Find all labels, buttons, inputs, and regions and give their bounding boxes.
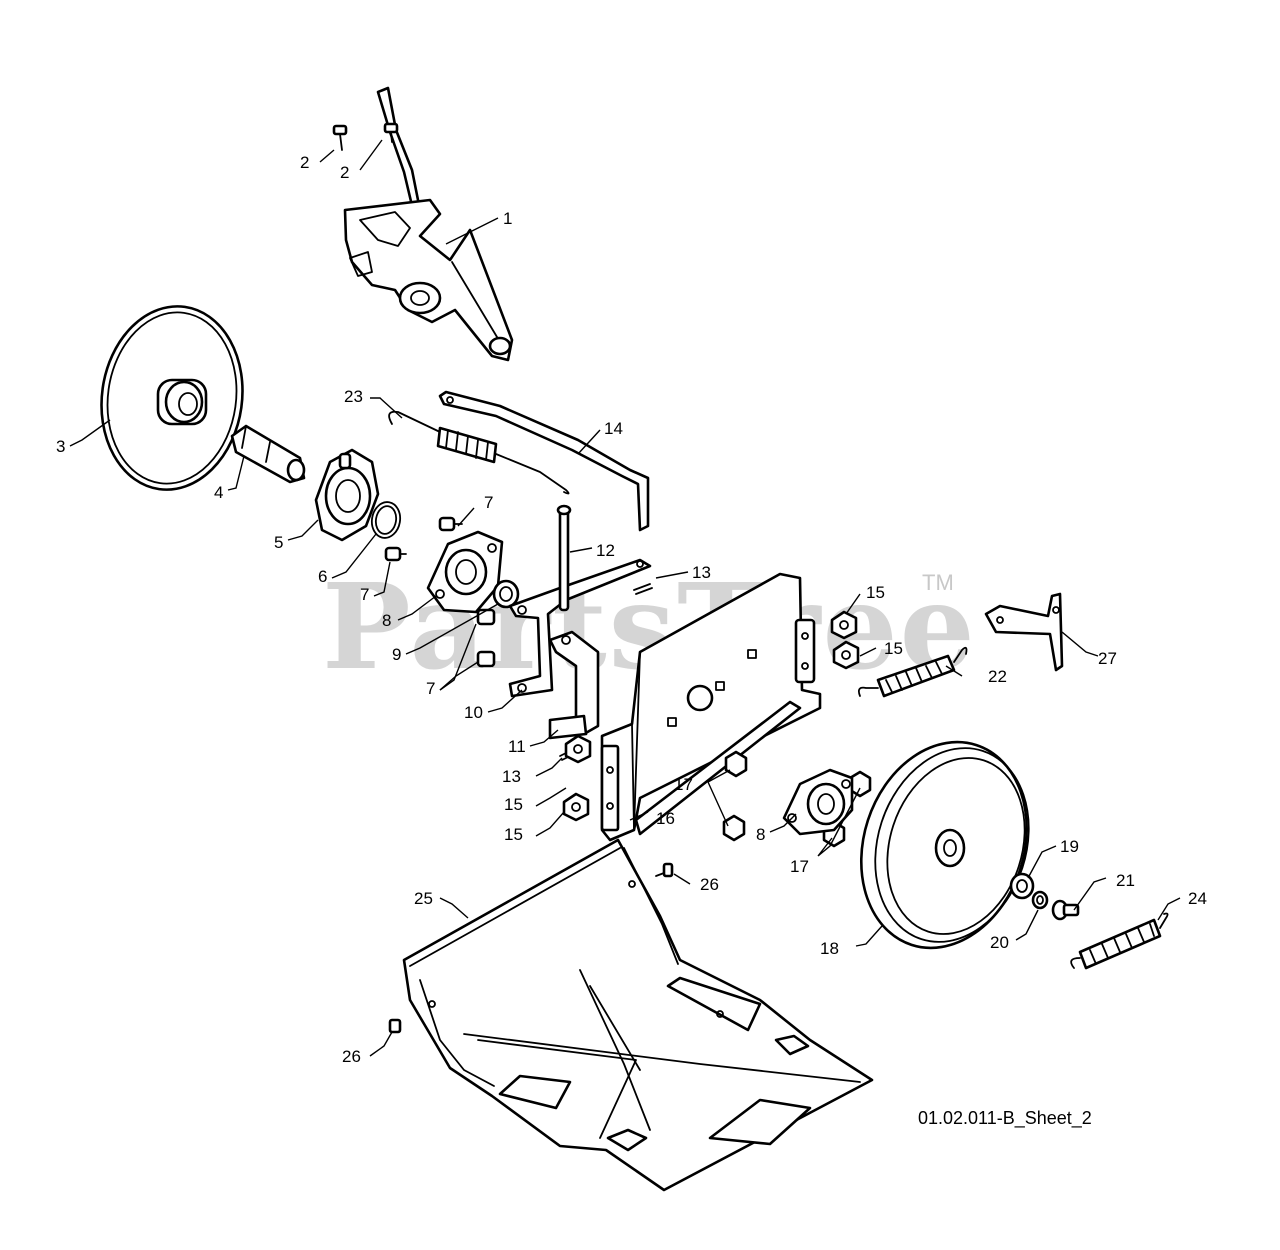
callout-23[interactable]: 23 — [344, 387, 363, 406]
part-15-nut-upper-right-a[interactable] — [830, 610, 858, 640]
part-23-spring[interactable] — [388, 410, 570, 495]
callout-10[interactable]: 10 — [464, 703, 483, 722]
part-26-screw-bottom[interactable] — [388, 1018, 402, 1034]
callout-13a[interactable]: 13 — [692, 563, 711, 582]
callout-18[interactable]: 18 — [820, 939, 839, 958]
part-7-bolt-top[interactable] — [438, 516, 463, 532]
leader-lines — [69, 139, 1181, 1057]
part-26-screw-top[interactable] — [655, 862, 674, 878]
part-2-screw-right[interactable] — [383, 122, 399, 143]
callout-20[interactable]: 20 — [990, 933, 1009, 952]
part-2-screw-left[interactable] — [332, 124, 348, 151]
part-15-nut-left-a[interactable] — [564, 734, 592, 764]
callout-11[interactable]: 11 — [508, 737, 526, 756]
watermark-trademark: TM — [922, 570, 954, 595]
callout-14[interactable]: 14 — [604, 419, 623, 438]
part-17-nut-a[interactable] — [724, 750, 748, 778]
callout-6[interactable]: 6 — [318, 567, 327, 586]
callout-labels: 1 2 2 3 4 5 6 7 7 7 8 8 9 10 11 12 13 13… — [56, 153, 1207, 1066]
callout-2a[interactable]: 2 — [300, 153, 309, 172]
part-8-flange-bearing-right[interactable] — [782, 768, 854, 836]
part-8-flange-bearing-left[interactable] — [426, 530, 504, 614]
callout-4[interactable]: 4 — [214, 483, 223, 502]
callout-27[interactable]: 27 — [1098, 649, 1117, 668]
callout-22[interactable]: 22 — [988, 667, 1007, 686]
callout-2b[interactable]: 2 — [340, 163, 349, 182]
part-25-cover[interactable] — [402, 838, 874, 1192]
part-3-friction-disc[interactable] — [90, 297, 254, 499]
callout-17a[interactable]: 17 — [674, 775, 693, 794]
callout-8a[interactable]: 8 — [382, 611, 391, 630]
part-20-lock-washer[interactable] — [1031, 890, 1049, 910]
callout-19[interactable]: 19 — [1060, 837, 1079, 856]
callout-3[interactable]: 3 — [56, 437, 65, 456]
callout-15c[interactable]: 15 — [504, 795, 523, 814]
part-4-hex-shaft[interactable] — [230, 424, 306, 484]
sheet-id: 01.02.011-B_Sheet_2 — [918, 1108, 1092, 1129]
part-17-nut-b[interactable] — [722, 814, 746, 842]
part-22-tension-spring[interactable] — [857, 646, 968, 698]
part-14-control-rod[interactable] — [438, 390, 650, 532]
part-27-bracket[interactable] — [984, 592, 1064, 672]
callout-15b[interactable]: 15 — [884, 639, 903, 658]
callout-7c[interactable]: 7 — [426, 679, 435, 698]
callout-7a[interactable]: 7 — [484, 493, 493, 512]
callout-15a[interactable]: 15 — [866, 583, 885, 602]
part-15-nut-left-b[interactable] — [562, 792, 590, 822]
callout-24[interactable]: 24 — [1188, 889, 1207, 908]
part-9-washer[interactable] — [492, 579, 520, 609]
part-13-pin-upper[interactable] — [633, 583, 653, 595]
part-5-bearing-housing[interactable] — [314, 448, 380, 542]
callout-17b[interactable]: 17 — [790, 857, 809, 876]
part-18-drive-pulley[interactable] — [835, 720, 1053, 969]
callout-12[interactable]: 12 — [596, 541, 615, 560]
callout-7b[interactable]: 7 — [360, 585, 369, 604]
callout-26a[interactable]: 26 — [700, 875, 719, 894]
callout-8b[interactable]: 8 — [756, 825, 765, 844]
part-7-bolt-lower-b[interactable] — [476, 650, 496, 668]
part-7-bolt-lower-a[interactable] — [476, 608, 496, 626]
part-6-retaining-ring[interactable] — [369, 500, 403, 540]
part-15-nut-upper-right-b[interactable] — [832, 640, 860, 670]
callout-15d[interactable]: 15 — [504, 825, 523, 844]
callout-26b[interactable]: 26 — [342, 1047, 361, 1066]
part-21-bolt[interactable] — [1051, 899, 1080, 921]
callout-16[interactable]: 16 — [656, 809, 675, 828]
callout-21[interactable]: 21 — [1116, 871, 1135, 890]
part-7-bolt-mid[interactable] — [384, 546, 407, 562]
callout-25[interactable]: 25 — [414, 889, 433, 908]
callout-1[interactable]: 1 — [503, 209, 512, 228]
part-24-tension-spring[interactable] — [1070, 912, 1169, 970]
part-16-mounting-plate[interactable] — [600, 572, 822, 842]
part-19-washer[interactable] — [1009, 872, 1035, 900]
part-11-bracket[interactable] — [548, 630, 600, 740]
part-10-pivot-arm[interactable] — [508, 558, 652, 698]
callout-5[interactable]: 5 — [274, 533, 283, 552]
part-1-shift-lever-assembly[interactable] — [343, 86, 514, 362]
part-12-pin[interactable] — [556, 504, 572, 612]
callout-9[interactable]: 9 — [392, 645, 401, 664]
callout-13b[interactable]: 13 — [502, 767, 521, 786]
